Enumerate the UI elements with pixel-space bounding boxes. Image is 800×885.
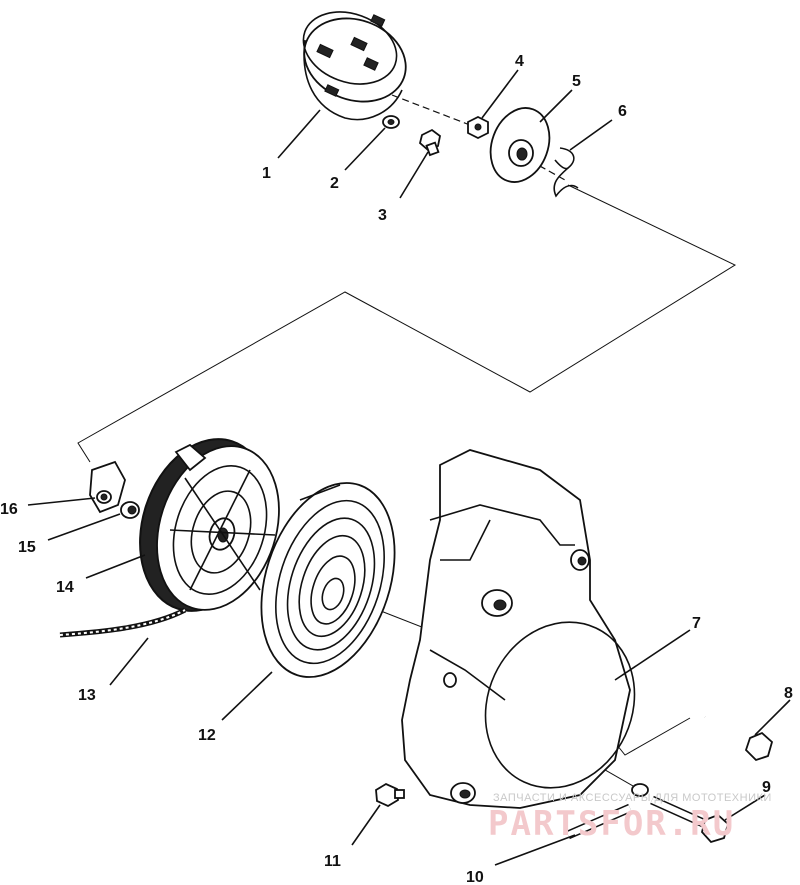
callout-13: 13 (78, 687, 96, 704)
callout-4: 4 (515, 53, 524, 70)
callout-10: 10 (466, 869, 484, 885)
assembly-guide-lines (77, 94, 737, 791)
callout-14: 14 (56, 579, 74, 596)
part-8-bolt (703, 714, 774, 762)
callout-numbers: 1 2 3 4 5 6 7 8 9 10 11 12 13 14 15 16 (0, 53, 793, 885)
watermark-brand: PARTSFOR.RU (488, 804, 735, 844)
part-11-nut (375, 782, 405, 808)
callout-6: 6 (618, 103, 627, 120)
part-1-drum-cup (302, 11, 407, 121)
callout-5: 5 (572, 73, 581, 90)
part-16-bracket (89, 460, 126, 514)
callout-8: 8 (784, 685, 793, 702)
part-12-recoil-spring (260, 482, 396, 678)
part-4-nut (467, 115, 489, 140)
callout-leaders (27, 69, 791, 866)
callout-15: 15 (18, 539, 36, 556)
callout-11: 11 (324, 853, 341, 870)
callout-12: 12 (198, 727, 216, 744)
callout-16: 16 (0, 501, 18, 518)
part-13-rope (59, 607, 187, 638)
watermark: ЗАПЧАСТИ И АКСЕССУАРЫ ДЛЯ МОТОТЕХНИКИ PA… (488, 792, 772, 844)
callout-9: 9 (762, 779, 771, 796)
part-14-reel-pulley (139, 438, 280, 612)
part-6-clip (553, 147, 579, 198)
part-15-collar (120, 501, 140, 519)
callout-1: 1 (262, 165, 271, 182)
callout-3: 3 (378, 207, 387, 224)
part-10-pin (566, 803, 632, 840)
part-5-hub-plate (489, 107, 551, 183)
callout-7: 7 (692, 615, 701, 632)
part-2-washer (382, 115, 400, 129)
part-9-bolt (631, 783, 730, 844)
watermark-caption: ЗАПЧАСТИ И АКСЕССУАРЫ ДЛЯ МОТОТЕХНИКИ (493, 792, 772, 804)
part-3-bolt (418, 128, 441, 157)
callout-2: 2 (330, 175, 339, 192)
part-7-starter-housing (401, 449, 636, 809)
